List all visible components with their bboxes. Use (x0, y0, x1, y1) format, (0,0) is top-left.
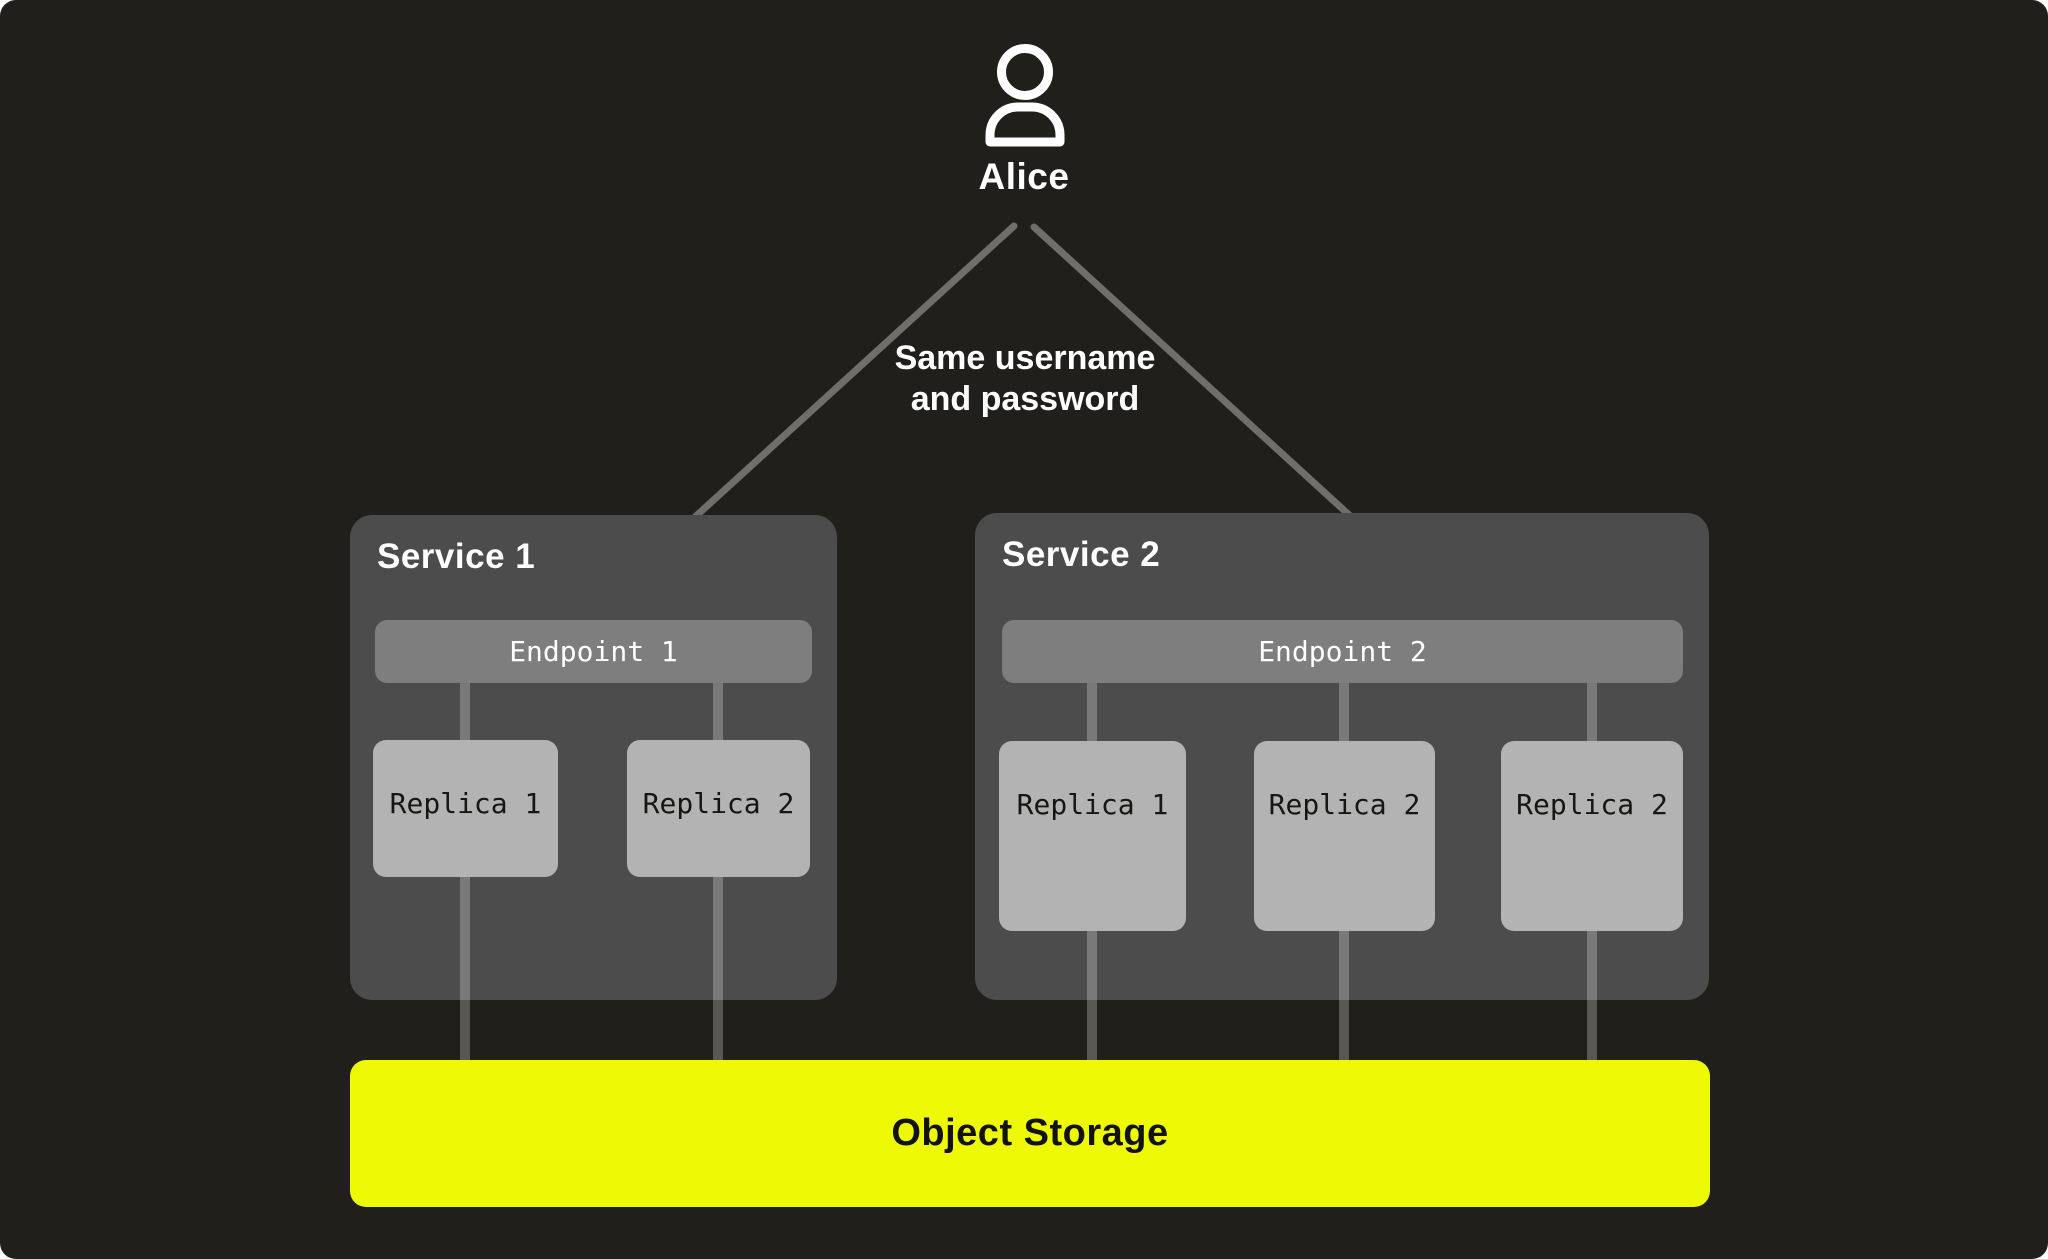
service-2-endpoint: Endpoint 2 (1002, 620, 1683, 683)
annotation-line-1: Same username (894, 339, 1156, 377)
service-2-replica-1: Replica 1 (999, 741, 1186, 931)
user-label: Alice (978, 156, 1070, 197)
service-1-box: Service 1 Endpoint 1 Replica 1 Replica 2 (350, 515, 837, 1000)
person-icon (985, 44, 1065, 147)
service-2-replica-3: Replica 2 (1501, 741, 1683, 931)
service-2-box: Service 2 Endpoint 2 Replica 1 Replica 2… (975, 513, 1709, 1000)
arrow-annotation: Same username and password (845, 338, 1205, 420)
service-2-title: Service 2 (1002, 535, 1161, 574)
object-storage-label: Object Storage (891, 1112, 1169, 1154)
object-storage-bar: Object Storage (350, 1060, 1710, 1207)
service-1-replica-1: Replica 1 (373, 740, 558, 877)
service-1-replica-2: Replica 2 (627, 740, 810, 877)
service-1-endpoint: Endpoint 1 (375, 620, 812, 683)
service-1-title: Service 1 (377, 537, 536, 576)
service-2-replica-2: Replica 2 (1254, 741, 1435, 931)
annotation-line-2: and password (910, 380, 1140, 418)
